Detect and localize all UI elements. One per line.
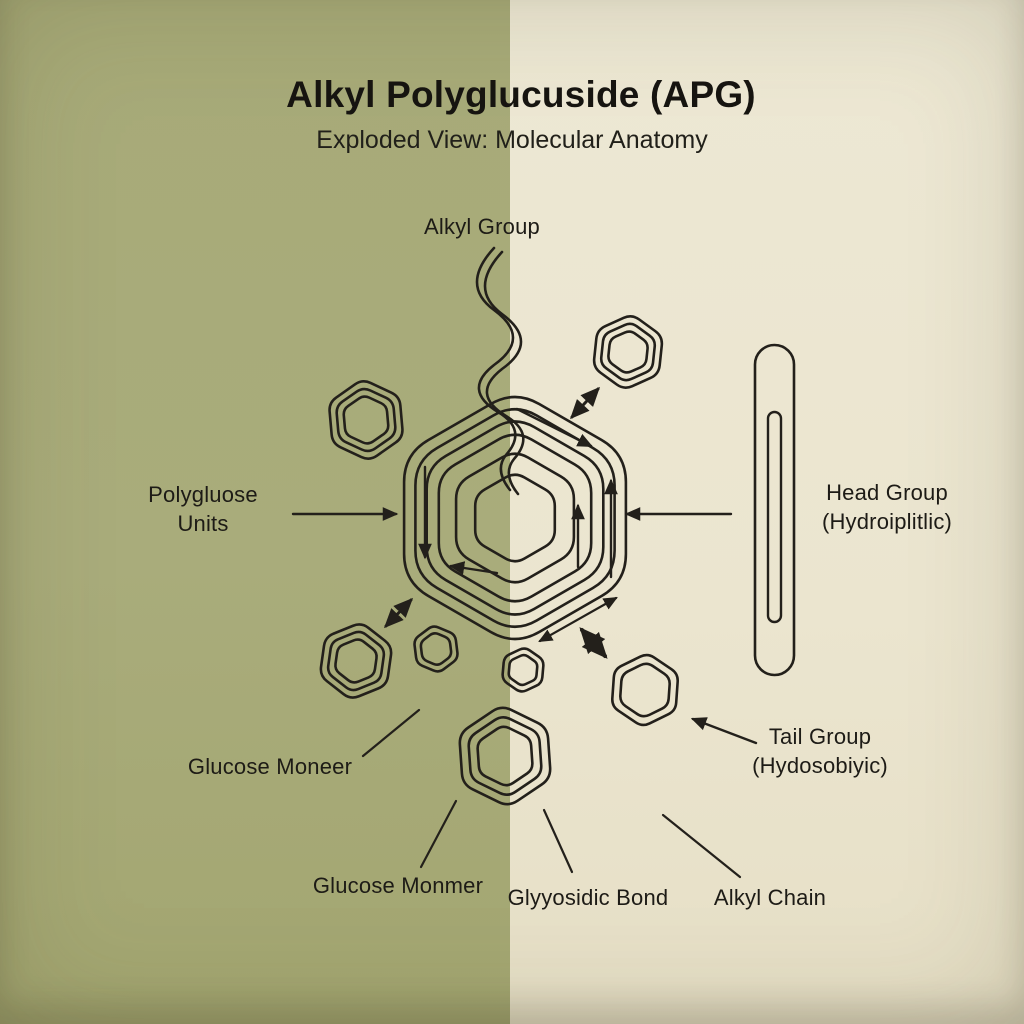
glucose-monmer-leader <box>419 799 458 869</box>
connection-arrows <box>383 386 618 659</box>
hexagon-ring-icon-bottom-large <box>458 706 552 806</box>
squiggle-chain-icon <box>475 246 525 496</box>
label-alkyl-chain: Alkyl Chain <box>713 885 827 910</box>
hexagon-ring-icon-bottom-left <box>319 623 393 699</box>
label-polygluose-units: Polygluose Units <box>148 482 258 536</box>
double-arrow-top-right <box>570 386 600 420</box>
label-head-group: Head Group (Hydroiplitlic) <box>821 480 953 534</box>
coil-flow-arrows <box>418 407 618 579</box>
hexagon-ring-icon-top-right <box>592 315 664 389</box>
label-glucose-moneer: Glucose Moneer <box>187 754 353 779</box>
capsule-icon <box>753 343 796 677</box>
diagram-title: Alkyl Polyglucuside (APG) <box>286 74 756 115</box>
label-glyyosidic-bond: Glyyosidic Bond <box>507 885 669 910</box>
diagram-subtitle: Exploded View: Molecular Anatomy <box>316 126 708 154</box>
label-tail-group: Tail Group (Hydosobiyic) <box>752 724 888 778</box>
glucose-moneer-leader <box>361 708 421 758</box>
double-arrow-bottom-mid <box>579 627 608 659</box>
hexagon-ring-icon-left <box>328 380 404 460</box>
hexagon-ring-icon-center-small <box>501 647 545 693</box>
hexagon-ring-icon-right <box>611 653 679 727</box>
glyyosidic-bond-leader <box>542 808 574 874</box>
label-arrows <box>291 507 758 745</box>
leader-lines <box>361 708 742 879</box>
label-glucose-monmer: Glucose Monmer <box>312 873 484 898</box>
double-arrow-bottom-long <box>538 596 618 643</box>
label-alkyl-group: Alkyl Group <box>424 214 540 239</box>
alkyl-chain-leader <box>661 813 742 879</box>
tail-group-arrow <box>690 717 758 745</box>
hexagon-ring-icon-bottom-left-small <box>413 625 459 673</box>
double-arrow-bottom-left <box>383 597 414 629</box>
